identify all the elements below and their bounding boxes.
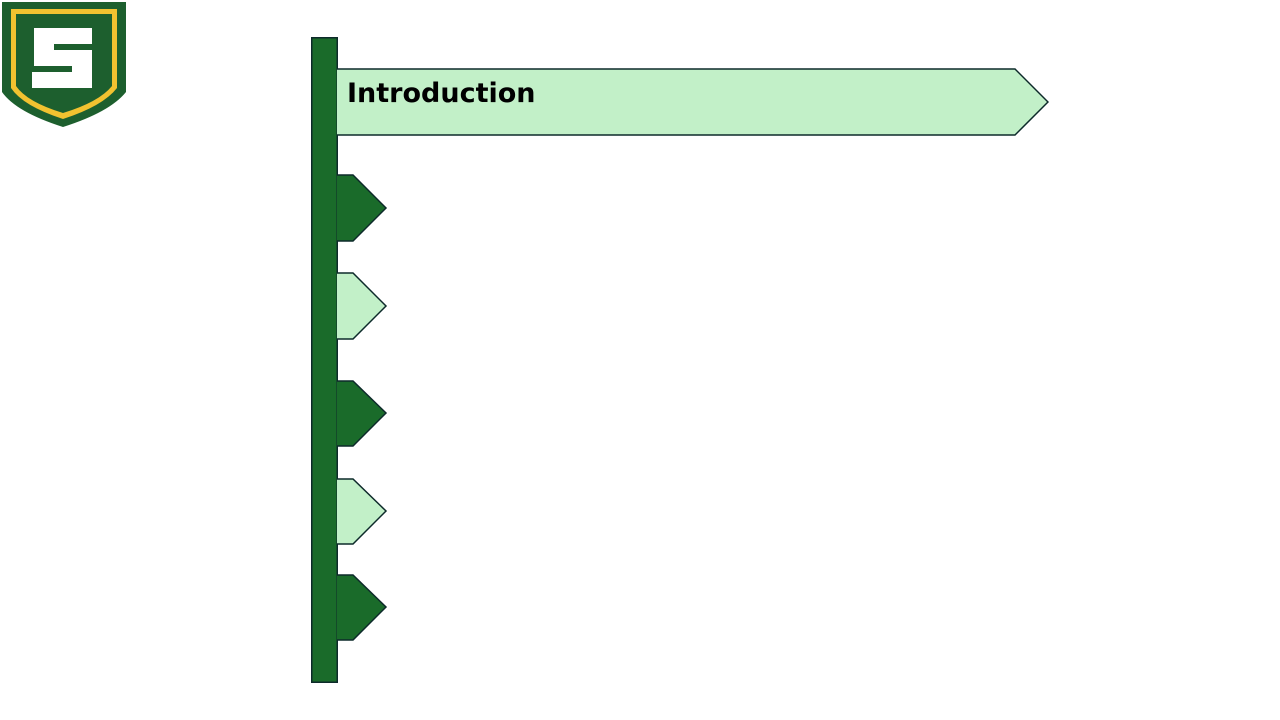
section-tab-3[interactable] xyxy=(337,380,388,448)
section-tab-4[interactable] xyxy=(337,478,388,546)
section-tab-1[interactable] xyxy=(337,174,388,242)
timeline-spine xyxy=(311,37,338,683)
banner-title: Introduction xyxy=(347,78,536,109)
shield-logo-icon xyxy=(0,0,128,130)
section-banner[interactable] xyxy=(337,68,1049,136)
section-tab-5[interactable] xyxy=(337,574,388,642)
section-tab-2[interactable] xyxy=(337,272,388,340)
